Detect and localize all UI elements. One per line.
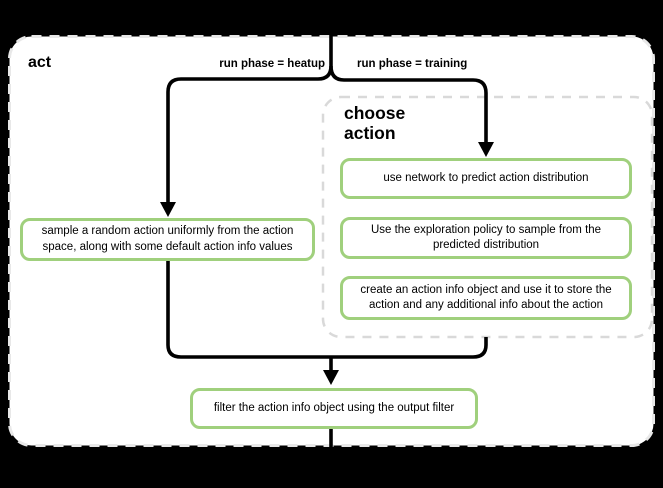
act-group-title: act [28, 54, 52, 71]
node-sample-random-action: sample a random action uniformly from th… [20, 218, 315, 261]
choose-action-group-title: choose action [344, 103, 406, 144]
connector-choose-action-to-merge [331, 337, 488, 359]
arrowhead-into-predict-node [478, 142, 494, 157]
connector-branch-heatup [166, 65, 333, 202]
connector-branch-training [329, 65, 488, 142]
arrowhead-into-sample-node [160, 202, 176, 217]
branch-label-training: run phase = training [357, 58, 468, 70]
node-filter-action-info: filter the action info object using the … [190, 388, 478, 429]
arrowhead-into-filter-node [323, 370, 339, 385]
node-predict-action-distribution: use network to predict action distributi… [340, 158, 632, 199]
connector-sample-to-merge [166, 260, 331, 359]
node-exploration-policy-sample: Use the exploration policy to sample fro… [340, 217, 632, 259]
node-create-action-info-object: create an action info object and use it … [340, 276, 632, 320]
branch-label-heatup: run phase = heatup [219, 58, 325, 70]
